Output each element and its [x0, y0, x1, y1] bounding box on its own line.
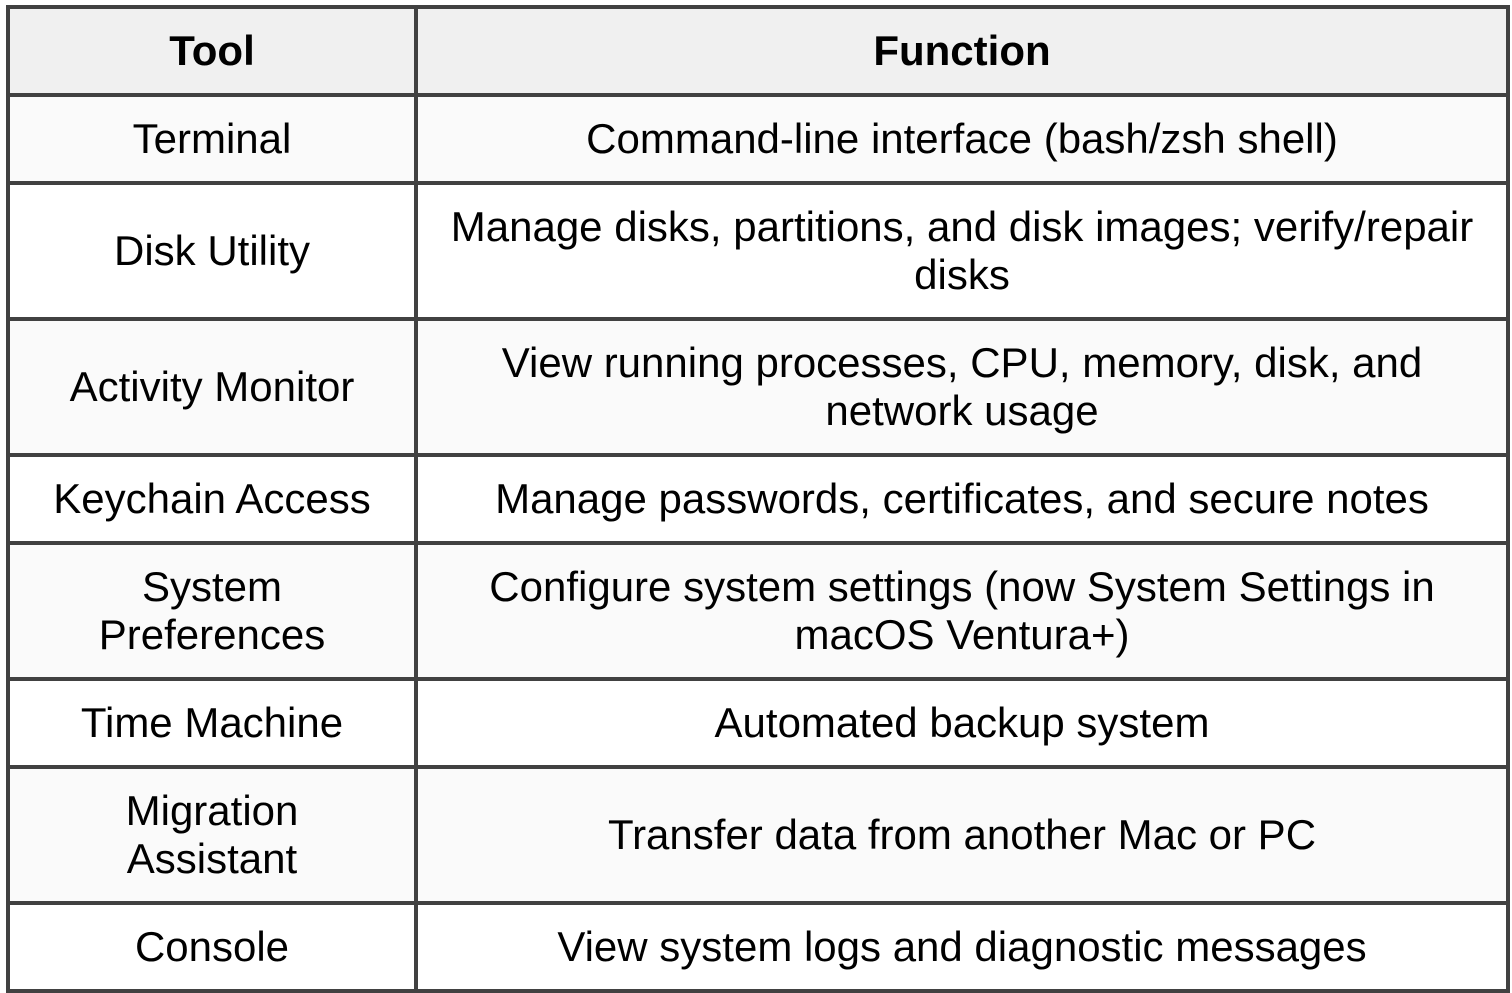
- tool-cell: Time Machine: [6, 677, 418, 769]
- table-row-disk-utility: Disk Utility Manage disks, partitions, a…: [6, 181, 1510, 321]
- table-row-migration-assistant: Migration Assistant Transfer data from a…: [6, 765, 1510, 905]
- table-row-system-preferences: System Preferences Configure system sett…: [6, 541, 1510, 681]
- table-header: Tool Function: [6, 5, 1510, 97]
- table-row-time-machine: Time Machine Automated backup system: [6, 677, 1510, 769]
- header-cell-function: Function: [414, 5, 1510, 97]
- tool-cell: Migration Assistant: [6, 765, 418, 905]
- header-cell-tool: Tool: [6, 5, 418, 97]
- function-cell: View running processes, CPU, memory, dis…: [414, 317, 1510, 457]
- function-cell: Manage disks, partitions, and disk image…: [414, 181, 1510, 321]
- tool-cell: Console: [6, 901, 418, 993]
- tool-cell: Disk Utility: [6, 181, 418, 321]
- table-row-console: Console View system logs and diagnostic …: [6, 901, 1510, 993]
- tool-cell: System Preferences: [6, 541, 418, 681]
- table-row-activity-monitor: Activity Monitor View running processes,…: [6, 317, 1510, 457]
- function-cell: Configure system settings (now System Se…: [414, 541, 1510, 681]
- tools-table-container: Tool Function Terminal Command-line inte…: [6, 5, 1510, 993]
- tools-table: Tool Function Terminal Command-line inte…: [6, 5, 1510, 993]
- tool-cell: Terminal: [6, 93, 418, 185]
- table-body: Terminal Command-line interface (bash/zs…: [6, 93, 1510, 993]
- function-cell: Manage passwords, certificates, and secu…: [414, 453, 1510, 545]
- function-cell: Transfer data from another Mac or PC: [414, 765, 1510, 905]
- function-cell: Command-line interface (bash/zsh shell): [414, 93, 1510, 185]
- tool-cell: Activity Monitor: [6, 317, 418, 457]
- table-row-keychain-access: Keychain Access Manage passwords, certif…: [6, 453, 1510, 545]
- table-row-terminal: Terminal Command-line interface (bash/zs…: [6, 93, 1510, 185]
- header-row: Tool Function: [6, 5, 1510, 97]
- function-cell: View system logs and diagnostic messages: [414, 901, 1510, 993]
- function-cell: Automated backup system: [414, 677, 1510, 769]
- tool-cell: Keychain Access: [6, 453, 418, 545]
